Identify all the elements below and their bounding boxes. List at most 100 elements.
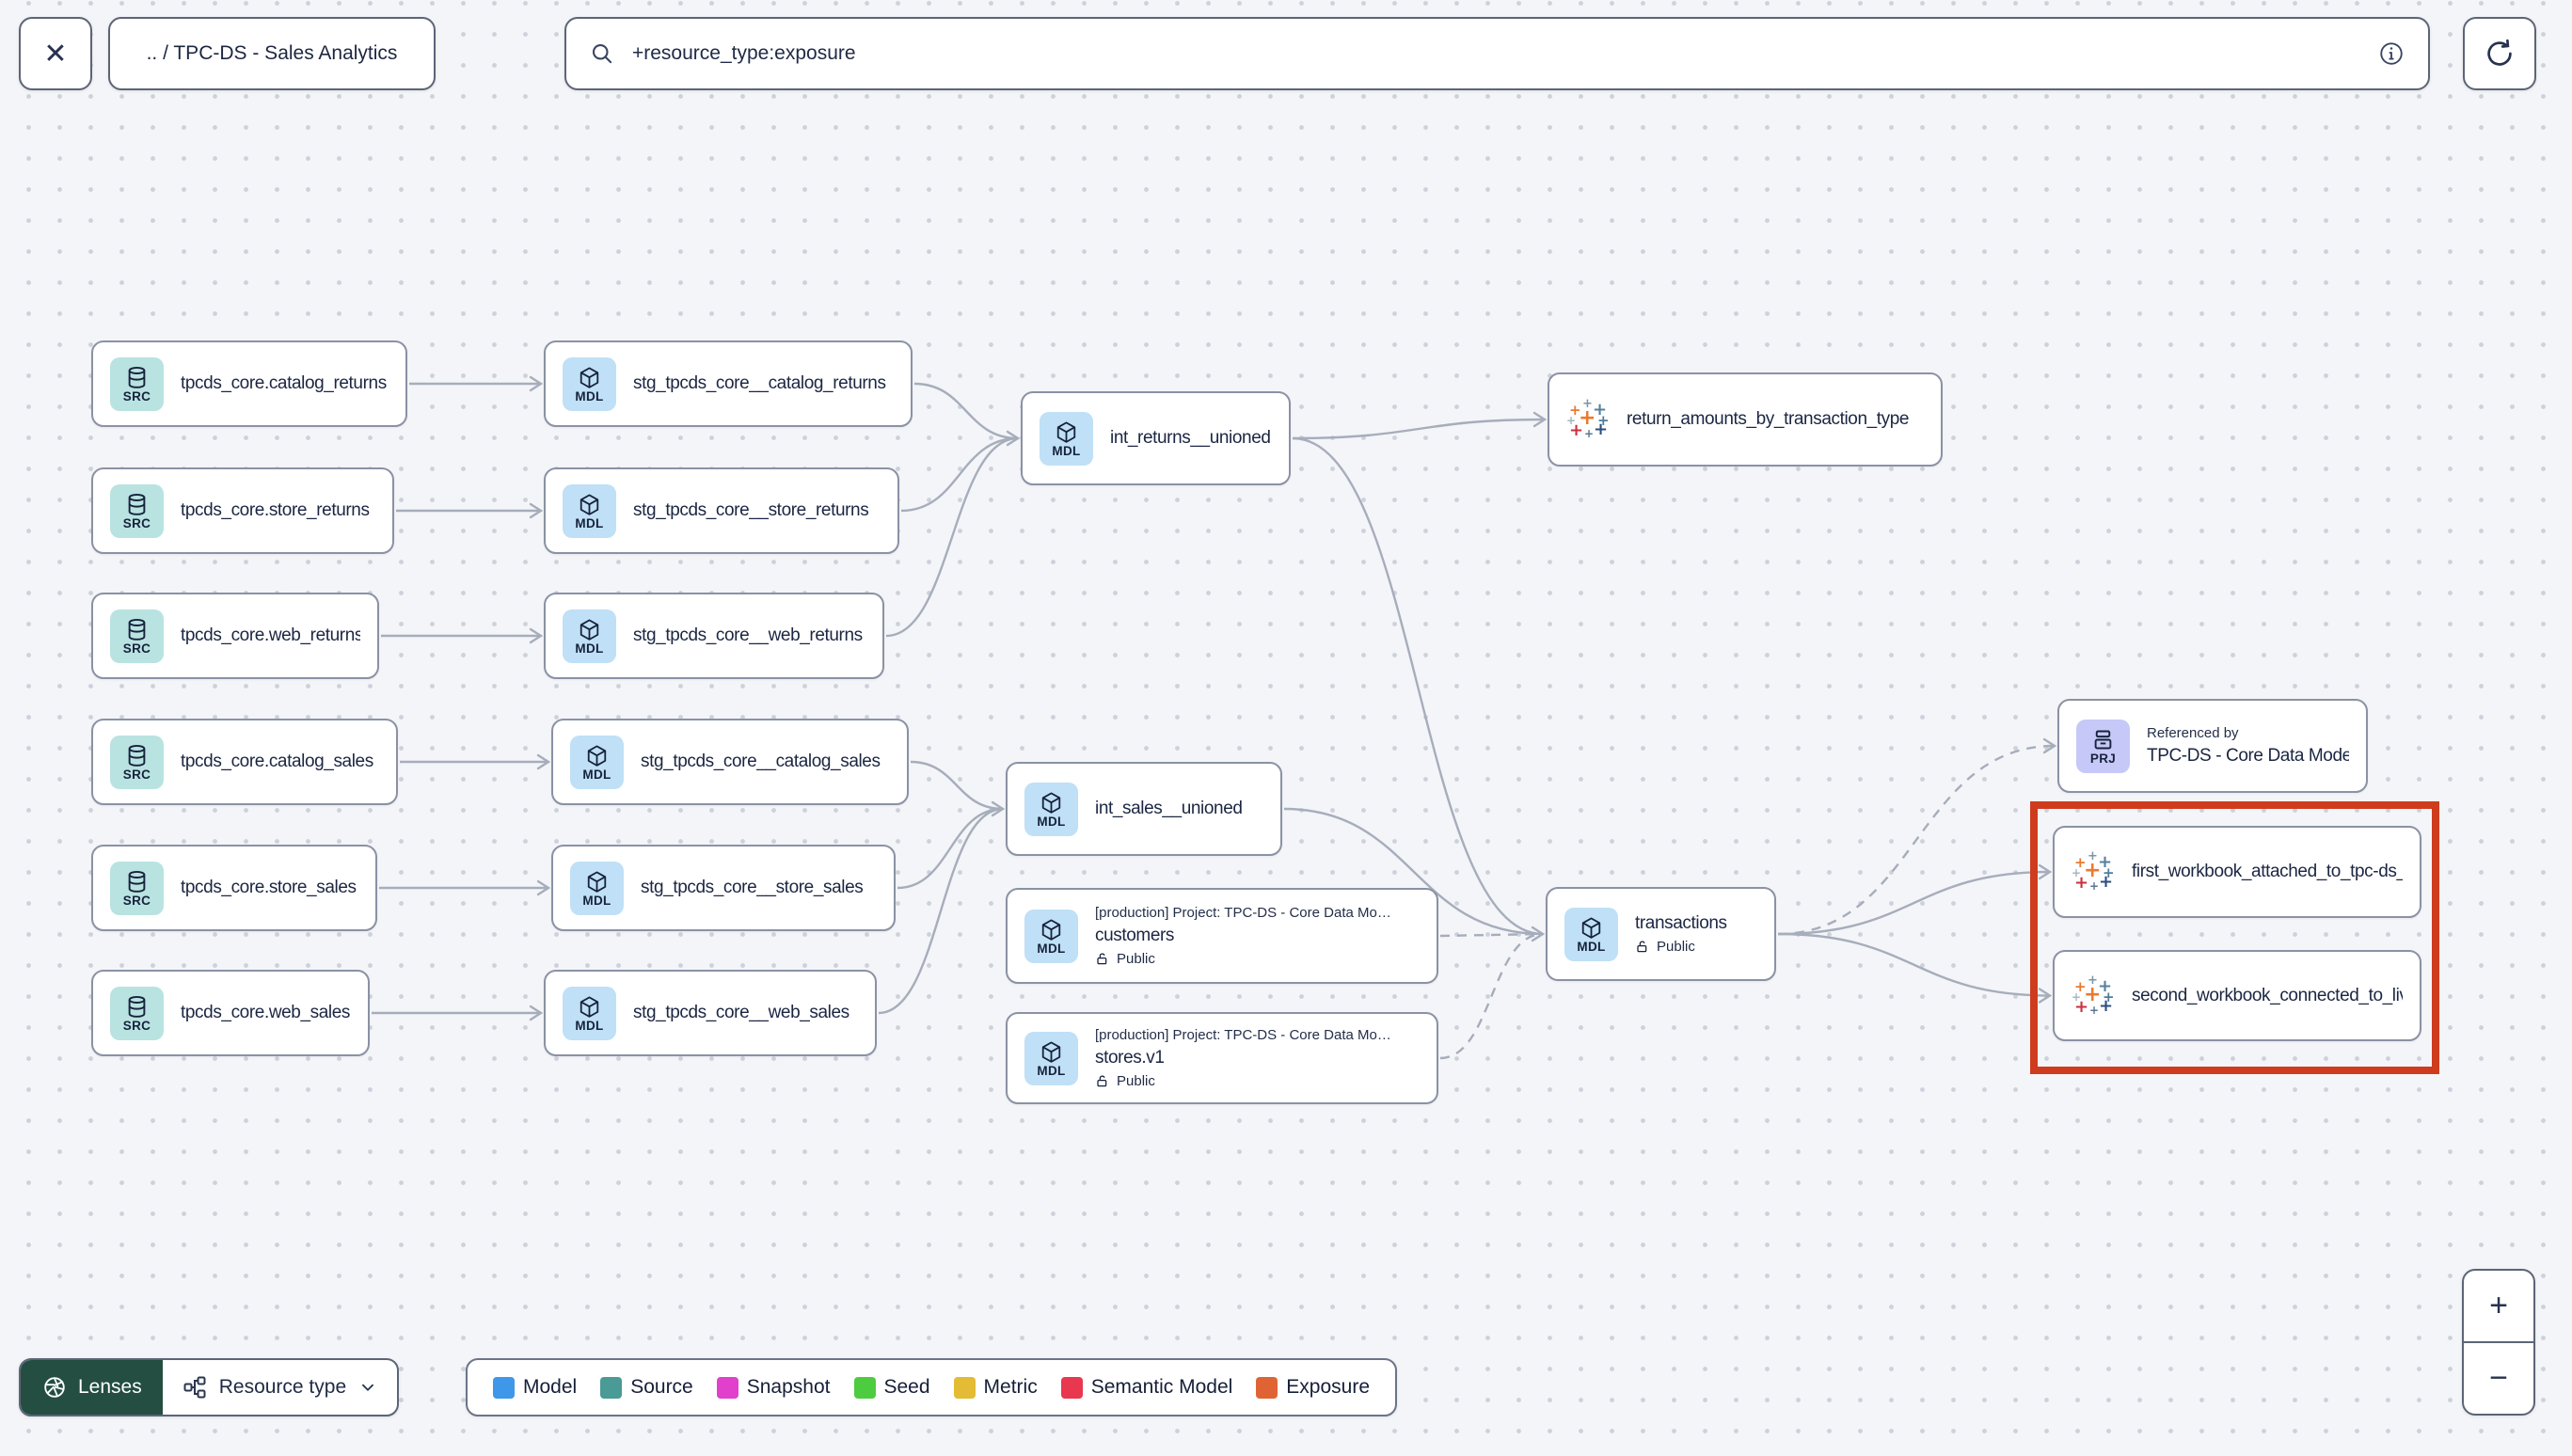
node-text: tpcds_core.catalog_returns: [181, 373, 387, 394]
node-text: return_amounts_by_transaction_type: [1627, 409, 1909, 430]
mdl-badge-icon: MDL: [1024, 1031, 1078, 1085]
node-title: tpcds_core.store_sales: [181, 878, 357, 897]
node-title: tpcds_core.store_returns: [181, 500, 370, 520]
tableau-icon: +++++++++: [1566, 397, 1610, 440]
tableau-icon: +++++++++: [2072, 849, 2115, 893]
node-text: tpcds_core.web_sales: [181, 1003, 350, 1023]
mdl-badge-icon: MDL: [570, 735, 624, 789]
legend-swatch: [493, 1376, 515, 1399]
refresh-button[interactable]: [2463, 17, 2536, 90]
aperture-icon: [41, 1374, 68, 1401]
lenses-control-group: Lenses Resource type: [19, 1358, 400, 1416]
legend-item-snapshot: Snapshot: [716, 1376, 831, 1399]
node-text: stg_tpcds_core__web_sales: [633, 1003, 849, 1023]
zoom-controls: + −: [2462, 1269, 2535, 1416]
node-return-amounts-by-transaction-type[interactable]: +++++++++ return_amounts_by_transaction_t…: [1548, 372, 1943, 467]
node-text: int_returns__unioned: [1110, 428, 1271, 449]
legend-item-seed: Seed: [853, 1376, 930, 1399]
mdl-badge-icon: MDL: [1040, 411, 1093, 466]
node-first-workbook[interactable]: +++++++++ first_workbook_attached_to_tpc-…: [2053, 826, 2421, 918]
legend-item-exposure: Exposure: [1256, 1376, 1370, 1399]
src-badge-icon: SRC: [110, 609, 164, 663]
mdl-badge-icon: MDL: [570, 861, 624, 915]
lock-open-icon: [1635, 940, 1650, 955]
node-title: int_returns__unioned: [1110, 428, 1271, 448]
node-stg-web-returns[interactable]: MDL stg_tpcds_core__web_returns: [544, 593, 884, 679]
node-access-badge: Public: [1635, 939, 1727, 955]
mdl-badge-icon: MDL: [1024, 909, 1078, 963]
node-title: tpcds_core.web_sales: [181, 1003, 350, 1022]
node-title: stg_tpcds_core__web_returns: [633, 625, 863, 645]
node-title: transactions: [1635, 913, 1727, 933]
legend-swatch: [1256, 1376, 1278, 1399]
node-title: stg_tpcds_core__catalog_returns: [633, 373, 886, 393]
node-text: stg_tpcds_core__catalog_sales: [641, 752, 881, 772]
node-stg-catalog-sales[interactable]: MDL stg_tpcds_core__catalog_sales: [551, 719, 909, 805]
node-stg-store-returns[interactable]: MDL stg_tpcds_core__store_returns: [544, 467, 899, 554]
node-title: tpcds_core.catalog_sales: [181, 752, 373, 771]
node-title: tpcds_core.catalog_returns: [181, 373, 387, 393]
node-text: tpcds_core.store_returns: [181, 500, 370, 521]
node-project-label: [production] Project: TPC-DS - Core Data…: [1095, 1027, 1391, 1043]
chevron-down-icon: [357, 1377, 378, 1398]
node-stg-web-sales[interactable]: MDL stg_tpcds_core__web_sales: [544, 970, 877, 1056]
node-text: [production] Project: TPC-DS - Core Data…: [1095, 1027, 1391, 1089]
node-access-badge: Public: [1095, 951, 1391, 967]
node-text: tpcds_core.catalog_sales: [181, 752, 373, 772]
node-title: TPC-DS - Core Data Models: [2147, 746, 2349, 766]
info-icon[interactable]: [2377, 40, 2405, 68]
lock-open-icon: [1095, 1074, 1110, 1089]
legend-item-metric: Metric: [953, 1376, 1038, 1399]
legend-swatch: [716, 1376, 738, 1399]
node-title: tpcds_core.web_returns: [181, 625, 360, 645]
node-stg-store-sales[interactable]: MDL stg_tpcds_core__store_sales: [551, 845, 896, 931]
legend-swatch: [600, 1376, 623, 1399]
node-title: int_sales__unioned: [1095, 799, 1243, 818]
node-stores-v1[interactable]: MDL [production] Project: TPC-DS - Core D…: [1006, 1012, 1438, 1104]
legend-item-source: Source: [600, 1376, 693, 1399]
node-text: tpcds_core.store_sales: [181, 878, 357, 898]
node-title: stg_tpcds_core__store_returns: [633, 500, 869, 520]
node-title: first_workbook_attached_to_tpc-ds_-_…: [2132, 862, 2403, 881]
node-src-store-returns[interactable]: SRC tpcds_core.store_returns: [91, 467, 394, 554]
node-title: stg_tpcds_core__store_sales: [641, 878, 864, 897]
node-src-catalog-sales[interactable]: SRC tpcds_core.catalog_sales: [91, 719, 398, 805]
legend-item-semantic-model: Semantic Model: [1060, 1376, 1232, 1399]
close-button[interactable]: ✕: [19, 17, 92, 90]
zoom-in-button[interactable]: +: [2489, 1288, 2508, 1323]
node-src-web-returns[interactable]: SRC tpcds_core.web_returns: [91, 593, 379, 679]
resource-type-icon: [182, 1374, 208, 1401]
node-title: customers: [1095, 926, 1175, 945]
prj-badge-icon: PRJ: [2076, 719, 2130, 773]
mdl-badge-icon: MDL: [563, 483, 616, 538]
resource-type-button[interactable]: Resource type: [163, 1360, 397, 1415]
node-customers[interactable]: MDL[production] Project: TPC-DS - Core D…: [1006, 888, 1438, 984]
node-int-returns-unioned[interactable]: MDL int_returns__unioned: [1021, 391, 1291, 485]
src-badge-icon: SRC: [110, 483, 164, 538]
node-text: stg_tpcds_core__web_returns: [633, 625, 863, 646]
mdl-badge-icon: MDL: [563, 609, 616, 663]
search-bar[interactable]: [564, 17, 2430, 90]
mdl-badge-icon: MDL: [1564, 907, 1618, 961]
legend-item-model: Model: [493, 1376, 577, 1399]
node-title: second_workbook_connected_to_live…: [2132, 985, 2403, 1005]
search-icon: [589, 40, 615, 67]
lenses-button[interactable]: Lenses: [21, 1360, 163, 1415]
breadcrumb[interactable]: .. / TPC-DS - Sales Analytics: [108, 17, 436, 90]
legend-swatch: [1060, 1376, 1083, 1399]
node-title: stg_tpcds_core__web_sales: [633, 1003, 849, 1022]
zoom-out-button[interactable]: −: [2464, 1341, 2533, 1414]
src-badge-icon: SRC: [110, 735, 164, 789]
mdl-badge-icon: MDL: [563, 986, 616, 1040]
search-input[interactable]: [630, 41, 2362, 66]
node-second-workbook[interactable]: +++++++++second_workbook_connected_to_li…: [2053, 950, 2421, 1041]
